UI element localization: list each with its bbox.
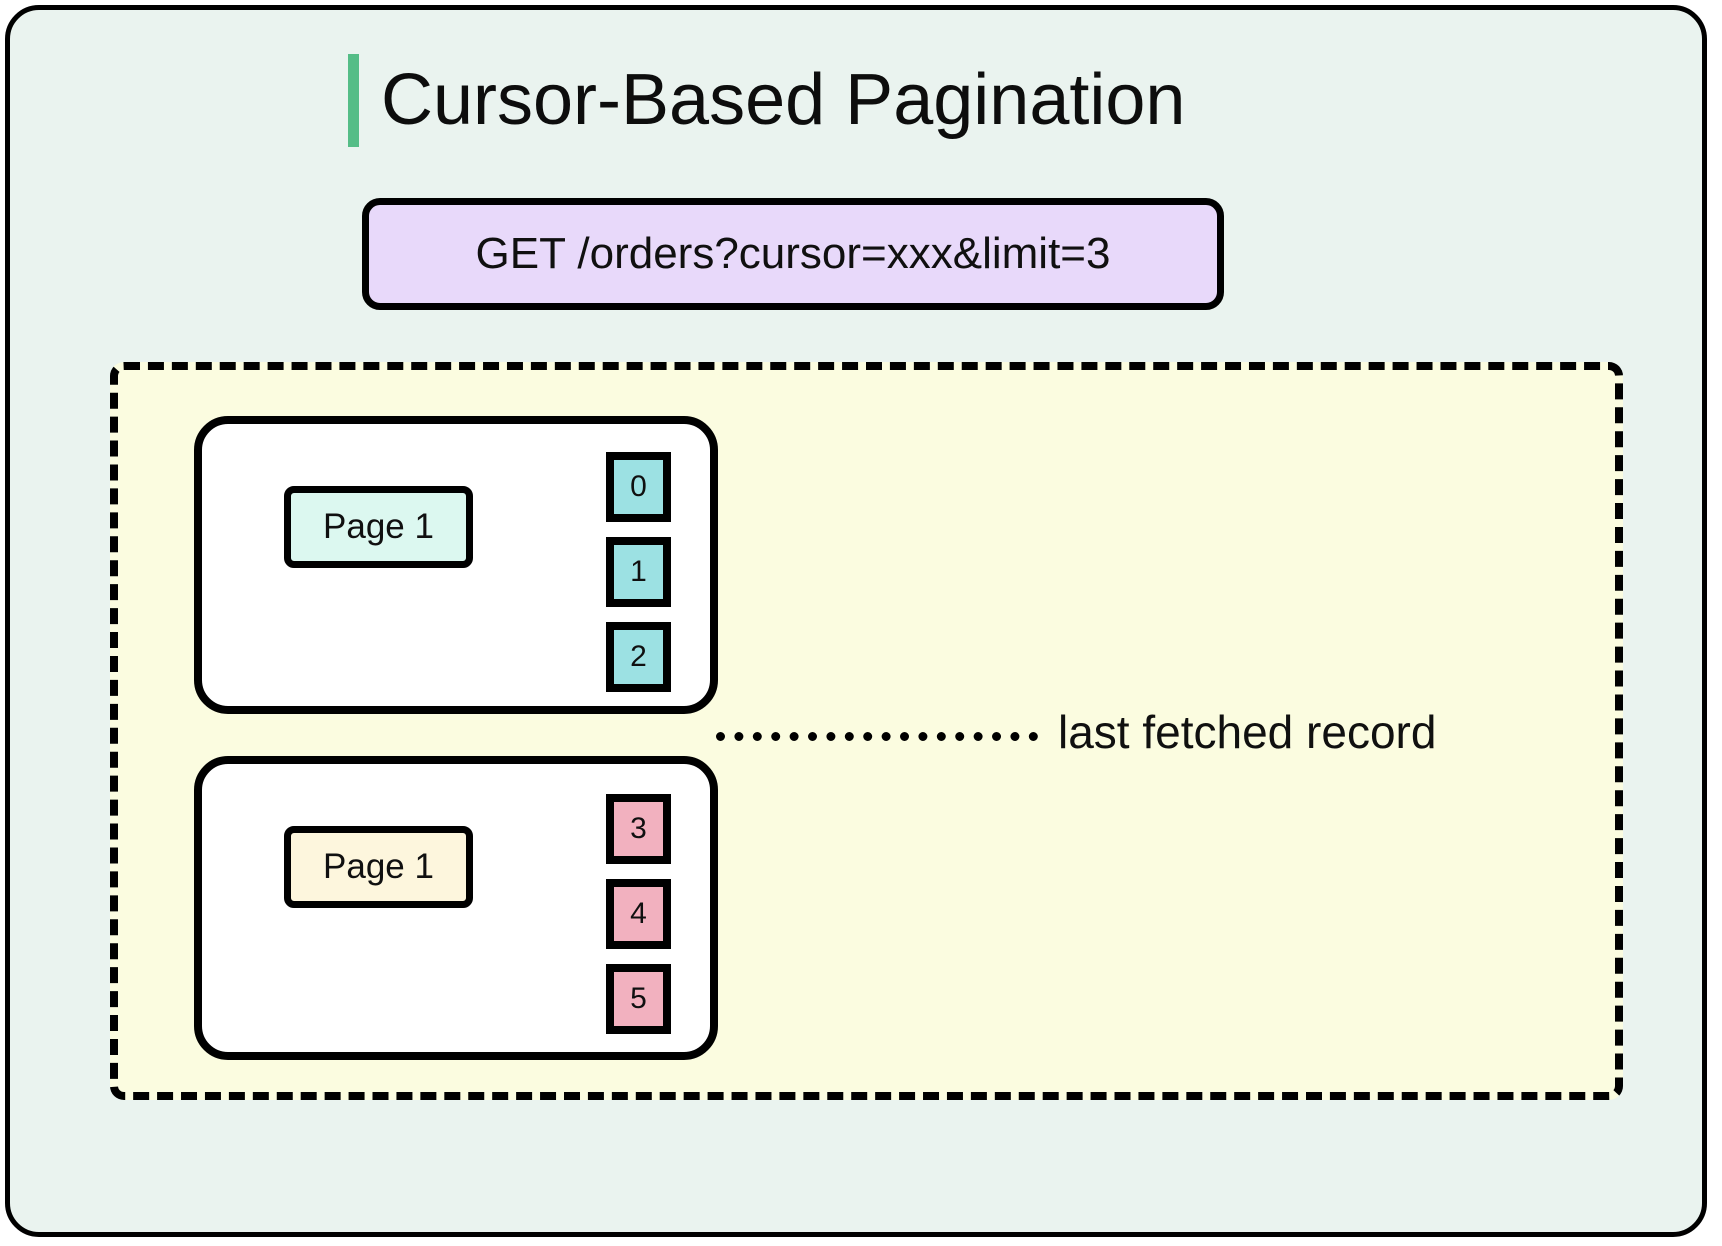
- page-label-1: Page 1: [284, 486, 473, 568]
- record-chip-1: 1: [606, 537, 671, 607]
- annotation-label: last fetched record: [1058, 706, 1437, 758]
- title-accent-bar: [348, 53, 359, 147]
- dataset-dashed-container: Page 1 0 1 2 Page 1 3 4 5 last fetched r…: [110, 362, 1623, 1100]
- record-chip-4: 4: [606, 879, 671, 949]
- record-chip-3: 3: [606, 794, 671, 864]
- diagram-outer-card: Cursor-Based Pagination GET /orders?curs…: [5, 5, 1707, 1237]
- record-chip-5: 5: [606, 964, 671, 1034]
- title-text: Cursor-Based Pagination: [381, 60, 1186, 140]
- record-chip-2: 2: [606, 622, 671, 692]
- request-endpoint-box: GET /orders?cursor=xxx&limit=3: [362, 198, 1224, 310]
- record-chip-0: 0: [606, 452, 671, 522]
- page-title: Cursor-Based Pagination: [348, 50, 1185, 150]
- annotation-connector-line: [716, 732, 1038, 741]
- request-endpoint-text: GET /orders?cursor=xxx&limit=3: [475, 229, 1111, 278]
- page-label-2: Page 1: [284, 826, 473, 908]
